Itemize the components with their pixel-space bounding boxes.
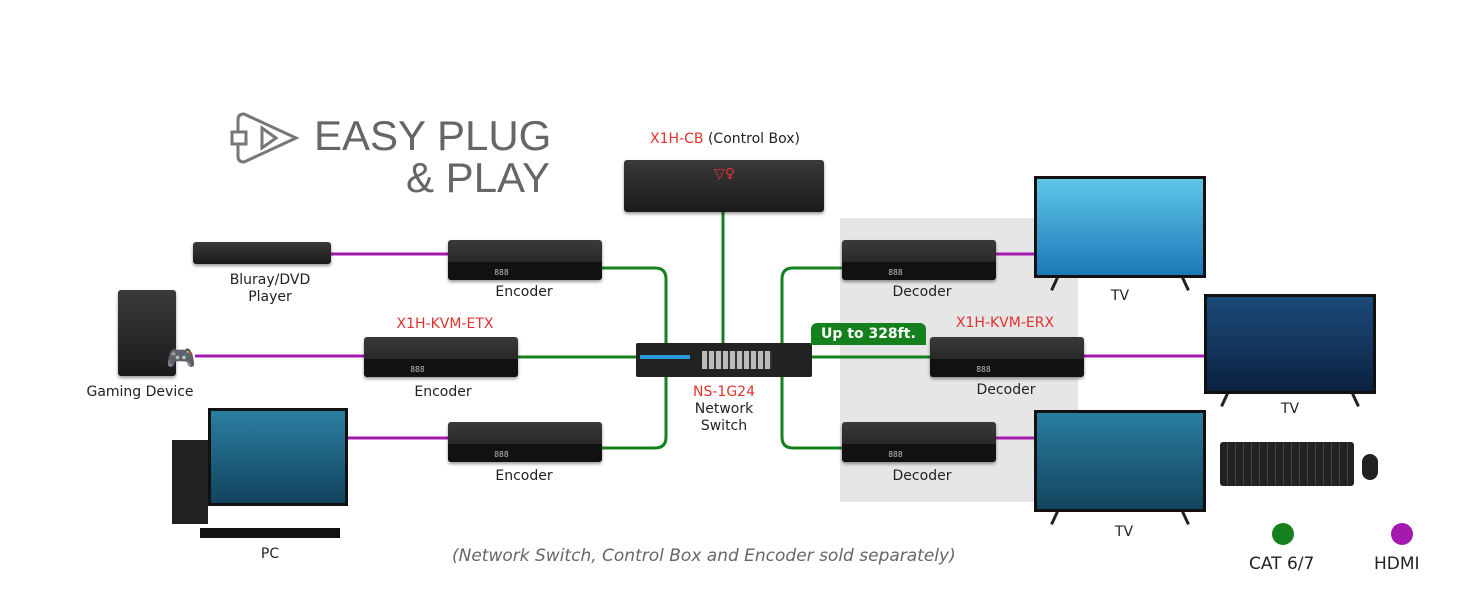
legend-cat-dot	[1272, 523, 1294, 545]
cat-wire-enc3	[602, 376, 668, 450]
legend-hdmi-label: HDMI	[1374, 554, 1420, 574]
control-box-label: X1H-CB (Control Box)	[620, 131, 830, 148]
tv-2-label: TV	[1280, 401, 1300, 417]
decoder-3: 888	[842, 422, 996, 462]
title-line1: EASY PLUG	[314, 112, 552, 159]
decoder-2-label: Decoder	[976, 382, 1036, 398]
tv-1	[1034, 176, 1206, 291]
decoder-1: 888	[842, 240, 996, 280]
decoder-model: X1H-KVM-ERX	[955, 315, 1055, 331]
network-switch-device	[636, 343, 812, 377]
legend-cat-label: CAT 6/7	[1249, 554, 1315, 574]
tv-3-label: TV	[1114, 524, 1134, 540]
title-line2: & PLAY	[406, 154, 550, 201]
distance-badge: Up to 328ft.	[811, 323, 926, 345]
control-box-model: X1H-CB	[650, 131, 704, 147]
pc-monitor	[208, 408, 348, 506]
cat-wire-enc1	[602, 266, 668, 345]
encoder-1-label: Encoder	[495, 284, 553, 300]
encoder-1: 888	[448, 240, 602, 280]
decoder-3-label: Decoder	[892, 468, 952, 484]
control-box-logo-icon: ▽♀	[714, 166, 736, 182]
decoder-2: 888	[930, 337, 1084, 377]
control-box-device: ▽♀	[624, 160, 824, 212]
bluray-label: Bluray/DVD Player	[229, 272, 311, 305]
encoder-3-label: Encoder	[495, 468, 553, 484]
encoder-2-label: Encoder	[414, 384, 472, 400]
pc-tower	[172, 440, 208, 524]
encoder-model: X1H-KVM-ETX	[396, 316, 494, 332]
control-box-desc: (Control Box)	[703, 131, 800, 147]
pc-label: PC	[260, 546, 280, 562]
encoder-2: 888	[364, 337, 518, 377]
footnote: (Network Switch, Control Box and Encoder…	[452, 546, 956, 566]
gamepad-icon: 🎮	[166, 344, 196, 372]
gaming-label: Gaming Device	[86, 384, 194, 400]
plug-play-icon	[230, 106, 302, 170]
gaming-console-device	[118, 290, 176, 376]
keyboard-icon	[1220, 442, 1354, 486]
tv-2	[1204, 294, 1376, 407]
keyboard-pc	[200, 528, 340, 538]
legend-hdmi-dot	[1391, 523, 1413, 545]
decoder-1-label: Decoder	[892, 284, 952, 300]
switch-model: NS-1G24	[693, 384, 755, 400]
tv-3	[1034, 410, 1206, 525]
encoder-3: 888	[448, 422, 602, 462]
switch-line3: Switch	[700, 418, 748, 434]
cat-wire-dec3	[780, 376, 842, 450]
bluray-player-device	[193, 242, 331, 264]
switch-label: NS-1G24 Network Switch	[674, 384, 774, 435]
switch-line2: Network	[694, 401, 754, 417]
mouse-icon	[1362, 454, 1378, 480]
cat-wire-dec1	[780, 266, 842, 345]
tv-1-label: TV	[1110, 288, 1130, 304]
